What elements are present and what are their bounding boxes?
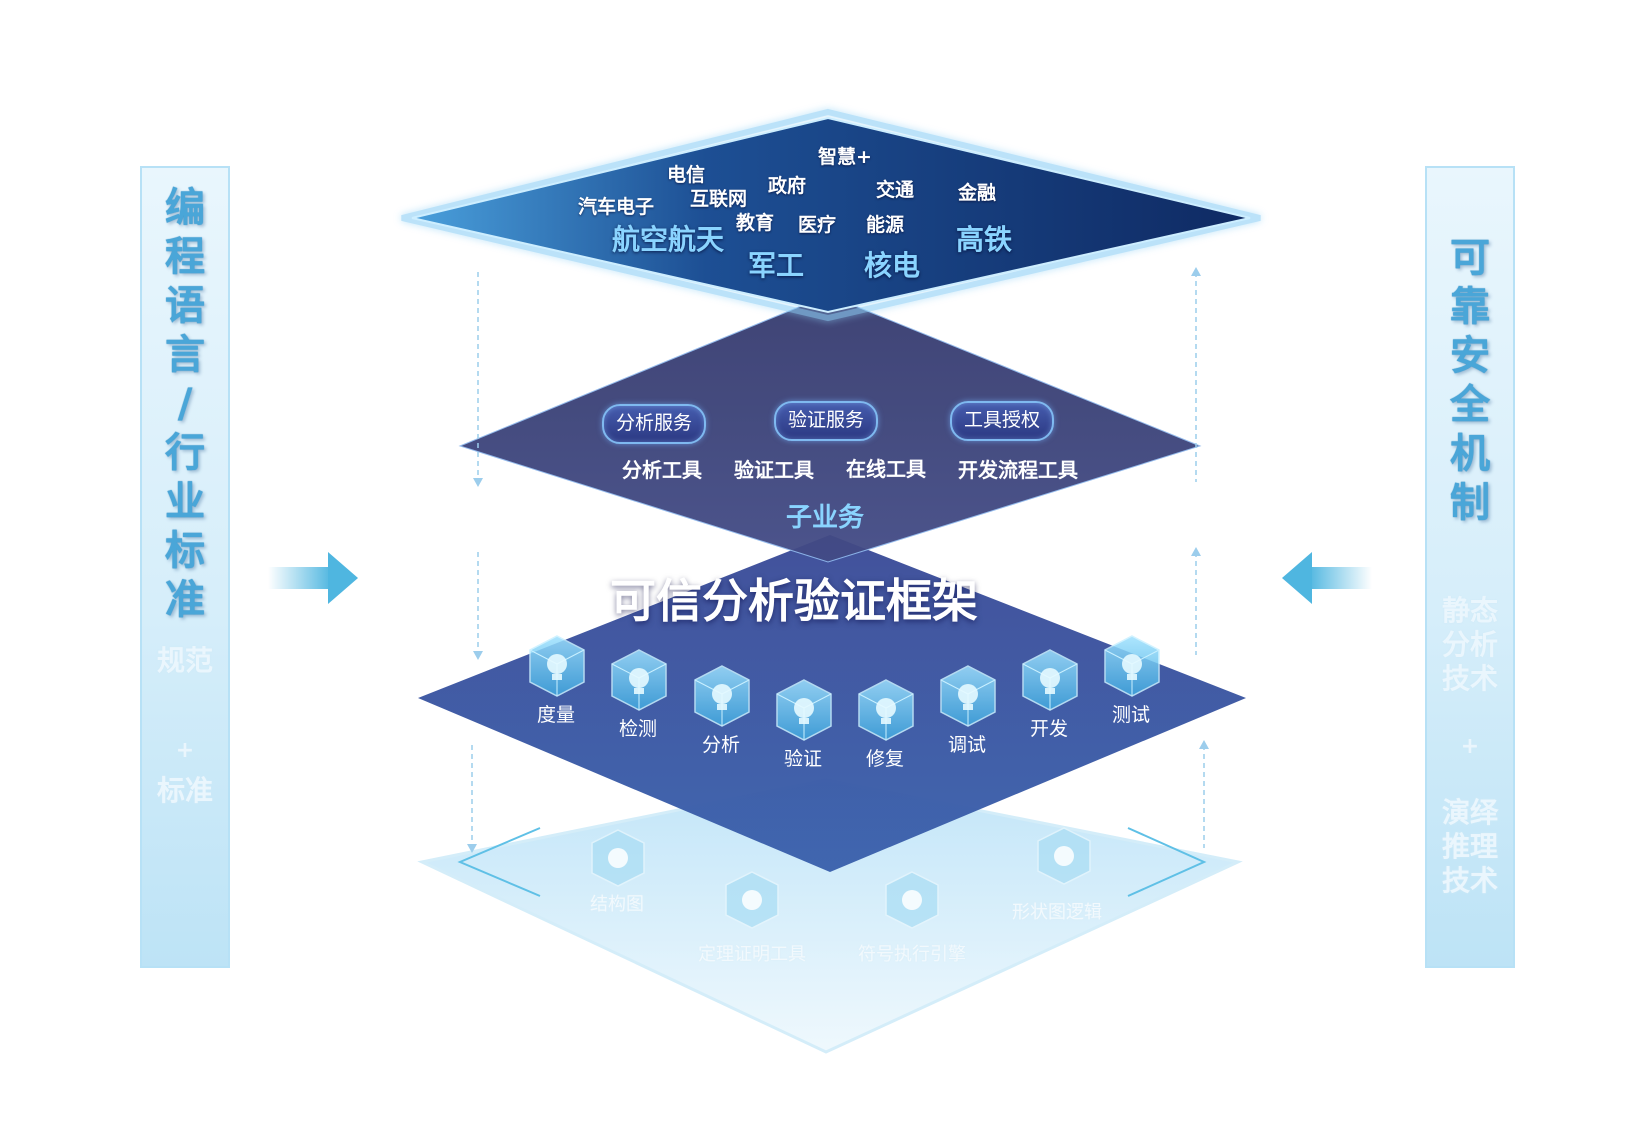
base-tool-label: 形状图逻辑 xyxy=(1012,902,1102,923)
left-panel-title: 编程语言/行业标准 xyxy=(142,184,228,625)
connector-arrowheads xyxy=(467,267,1209,853)
industry-label: 交通 xyxy=(876,179,915,201)
left-panel-title-char: 业 xyxy=(165,479,205,525)
service-pill-analysis: 分析服务 xyxy=(602,404,707,444)
industry-label-major: 核电 xyxy=(864,249,921,282)
bulb-cube-icon xyxy=(529,635,585,697)
industry-label: 教育 xyxy=(736,212,775,234)
base-tool-label: 结构图 xyxy=(590,894,644,915)
industry-label: 医疗 xyxy=(798,214,837,236)
left-panel-title-char: 程 xyxy=(165,234,205,280)
right-panel-title-char: 全 xyxy=(1450,382,1490,428)
bulb-cube-icon xyxy=(1022,649,1078,711)
right-panel-safety-mechanism: 可靠安全机制 静态分析技术 + 演绎推理技术 xyxy=(1425,166,1515,968)
right-panel-title-char: 可 xyxy=(1450,235,1490,281)
right-panel-title-char: 制 xyxy=(1450,480,1490,526)
left-panel-sub-top: 规范 xyxy=(156,644,213,677)
industry-label-major: 航空航天 xyxy=(612,223,725,256)
bulb-cube-icon xyxy=(940,665,996,727)
left-flow-arrow xyxy=(268,552,358,604)
industry-label: 互联网 xyxy=(690,188,748,210)
dashed-connectors xyxy=(471,272,1205,848)
right-panel-title-char: 靠 xyxy=(1450,284,1490,330)
left-panel-plus: + xyxy=(175,738,195,763)
industry-label: 政府 xyxy=(768,175,807,197)
function-label: 开发 xyxy=(1030,718,1069,740)
right-panel-sub-line: 技术 xyxy=(1441,864,1498,897)
left-panel-title-char: 语 xyxy=(165,283,205,329)
building-chart-icon xyxy=(591,829,645,887)
sub-business-label: 子业务 xyxy=(786,503,865,533)
service-pill-licensing: 工具授权 xyxy=(950,401,1055,441)
core-framework-title: 可信分析验证框架 xyxy=(610,574,978,628)
right-panel-sub-top: 静态分析技术 xyxy=(1427,594,1513,696)
right-panel-sub-line: 分析 xyxy=(1441,628,1498,661)
left-panel-title-char: 标 xyxy=(165,528,205,574)
industry-label: 金融 xyxy=(958,182,997,204)
function-label: 测试 xyxy=(1112,704,1151,726)
right-panel-sub-line: 演绎 xyxy=(1441,796,1498,829)
right-panel-title: 可靠安全机制 xyxy=(1427,234,1513,528)
industry-label-major: 高铁 xyxy=(956,223,1013,256)
function-label: 度量 xyxy=(537,704,576,726)
blocks-icon xyxy=(1037,827,1091,885)
function-label: 修复 xyxy=(866,748,905,770)
industry-label: 智慧+ xyxy=(818,146,872,168)
right-panel-title-char: 安 xyxy=(1450,333,1490,379)
bulb-cube-icon xyxy=(1104,635,1160,697)
tool-category: 在线工具 xyxy=(846,457,926,481)
industry-label: 电信 xyxy=(667,164,706,186)
function-label: 分析 xyxy=(702,734,741,756)
base-tool-label: 定理证明工具 xyxy=(698,944,806,965)
function-icons xyxy=(529,635,1160,741)
tool-category: 开发流程工具 xyxy=(958,458,1078,482)
right-panel-sub-line: 静态 xyxy=(1441,594,1498,627)
left-panel-title-char: 准 xyxy=(165,577,205,623)
left-panel-title-char: 编 xyxy=(165,185,205,231)
core-layer xyxy=(418,535,1246,872)
right-panel-plus: + xyxy=(1460,734,1480,759)
base-tool-icons xyxy=(591,827,1091,929)
right-panel-sub-bottom: 演绎推理技术 xyxy=(1427,796,1513,898)
tool-category: 验证工具 xyxy=(734,458,814,482)
bulb-cube-icon xyxy=(858,679,914,741)
left-panel-title-char: / xyxy=(177,381,193,427)
function-label: 检测 xyxy=(619,718,658,740)
right-panel-sub-line: 推理 xyxy=(1441,830,1498,863)
left-panel-title-char: 言 xyxy=(165,332,205,378)
bulb-cube-icon xyxy=(694,665,750,727)
bulb-cube-icon xyxy=(776,679,832,741)
right-panel-title-char: 机 xyxy=(1450,431,1490,477)
left-panel-coding-standards: 编程语言/行业标准 规范 + 标准 xyxy=(140,166,230,968)
tool-category: 分析工具 xyxy=(622,458,702,482)
gear-icon xyxy=(725,871,779,929)
function-label: 调试 xyxy=(948,734,987,756)
top-layer xyxy=(401,108,1261,322)
left-panel-title-char: 行 xyxy=(165,430,205,476)
cycle-icon xyxy=(885,871,939,929)
base-tool-label: 符号执行引擎 xyxy=(858,944,966,965)
function-label: 验证 xyxy=(784,748,823,770)
industry-label-major: 军工 xyxy=(748,249,805,282)
bulb-cube-icon xyxy=(611,649,667,711)
industry-label: 能源 xyxy=(866,214,905,236)
industry-label: 汽车电子 xyxy=(578,196,655,218)
right-panel-sub-line: 技术 xyxy=(1441,662,1498,695)
right-flow-arrow xyxy=(1282,552,1372,604)
service-pill-verification: 验证服务 xyxy=(774,401,879,441)
left-panel-sub-bottom: 标准 xyxy=(156,774,213,807)
